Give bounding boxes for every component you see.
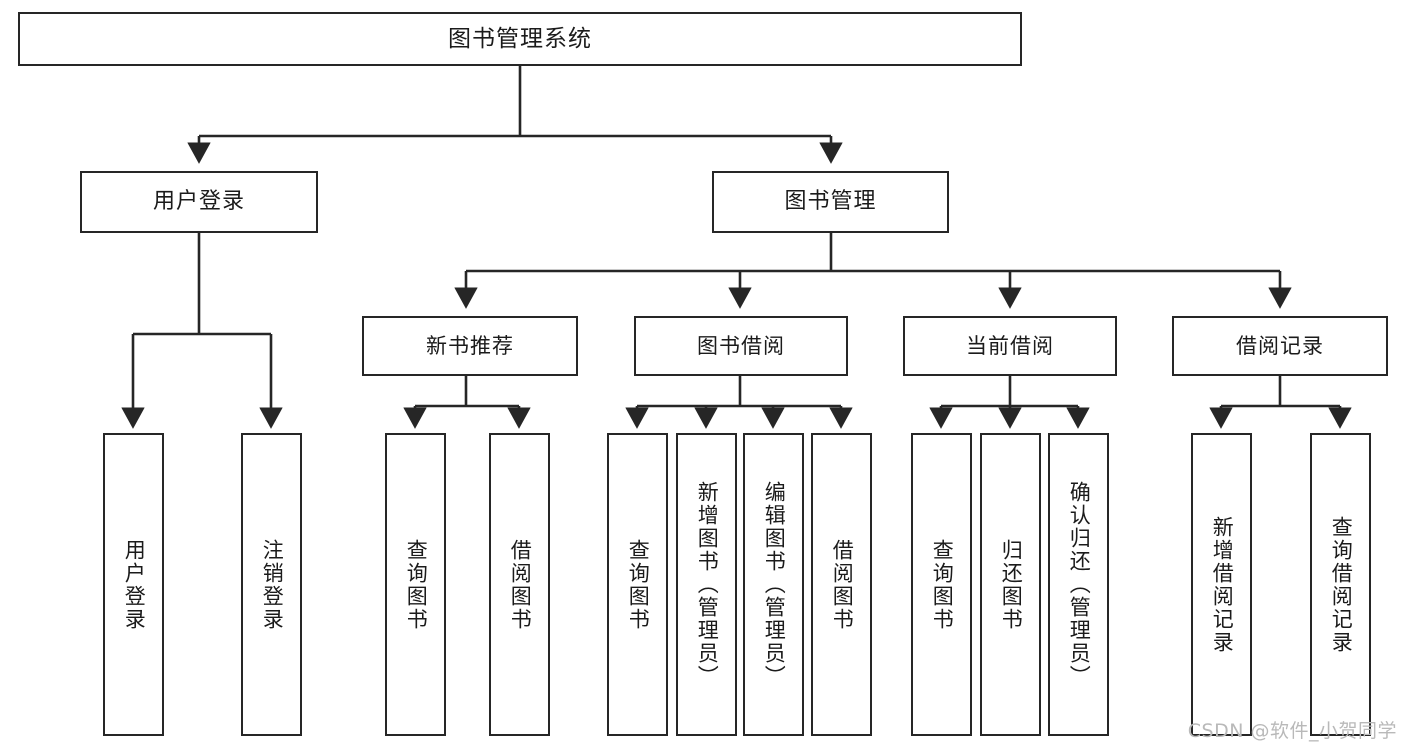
node-label: 用户登录 <box>152 189 245 214</box>
node-label: 查询借阅记录 <box>1329 515 1354 654</box>
csdn-watermark: CSDN @软件_小贺同学 <box>1187 720 1397 742</box>
node-label: 图书借阅 <box>697 333 785 358</box>
leaf-add-book-admin[interactable]: 新增图书（管理员） <box>676 433 737 736</box>
leaf-user-login[interactable]: 用户登录 <box>103 433 164 736</box>
leaf-logout-login[interactable]: 注销登录 <box>241 433 302 736</box>
node-label: 用户登录 <box>122 538 147 631</box>
leaf-add-borrow-record[interactable]: 新增借阅记录 <box>1191 433 1252 736</box>
node-label: 图书管理系统 <box>448 25 592 52</box>
node-label: 新增图书（管理员） <box>695 481 720 688</box>
leaf-query-borrow-record[interactable]: 查询借阅记录 <box>1310 433 1371 736</box>
node-label: 借阅图书 <box>508 538 533 631</box>
leaf-return-book[interactable]: 归还图书 <box>980 433 1041 736</box>
leaf-query-book-current[interactable]: 查询图书 <box>911 433 972 736</box>
node-book-borrow[interactable]: 图书借阅 <box>634 316 848 376</box>
node-label: 查询图书 <box>930 538 955 631</box>
node-label: 归还图书 <box>999 538 1024 631</box>
node-borrow-record[interactable]: 借阅记录 <box>1172 316 1388 376</box>
node-label: 新增借阅记录 <box>1210 515 1235 654</box>
node-label: 借阅记录 <box>1236 333 1324 358</box>
node-label: 图书管理 <box>784 189 877 214</box>
node-label: 新书推荐 <box>426 333 514 358</box>
node-current-borrow[interactable]: 当前借阅 <box>903 316 1117 376</box>
node-label: 当前借阅 <box>966 333 1054 358</box>
node-label: 编辑图书（管理员） <box>762 481 787 688</box>
leaf-query-book-borrow[interactable]: 查询图书 <box>607 433 668 736</box>
node-new-book-recommend[interactable]: 新书推荐 <box>362 316 578 376</box>
leaf-query-book-recommend[interactable]: 查询图书 <box>385 433 446 736</box>
leaf-edit-book-admin[interactable]: 编辑图书（管理员） <box>743 433 804 736</box>
node-label: 确认归还（管理员） <box>1067 481 1092 688</box>
node-label: 注销登录 <box>260 538 285 631</box>
node-label: 借阅图书 <box>830 538 855 631</box>
node-root-book-management-system[interactable]: 图书管理系统 <box>18 12 1022 66</box>
node-book-management[interactable]: 图书管理 <box>712 171 949 233</box>
node-label: 查询图书 <box>404 538 429 631</box>
node-user-login[interactable]: 用户登录 <box>80 171 318 233</box>
leaf-confirm-return-admin[interactable]: 确认归还（管理员） <box>1048 433 1109 736</box>
leaf-borrow-book-recommend[interactable]: 借阅图书 <box>489 433 550 736</box>
leaf-borrow-book[interactable]: 借阅图书 <box>811 433 872 736</box>
node-label: 查询图书 <box>626 538 651 631</box>
